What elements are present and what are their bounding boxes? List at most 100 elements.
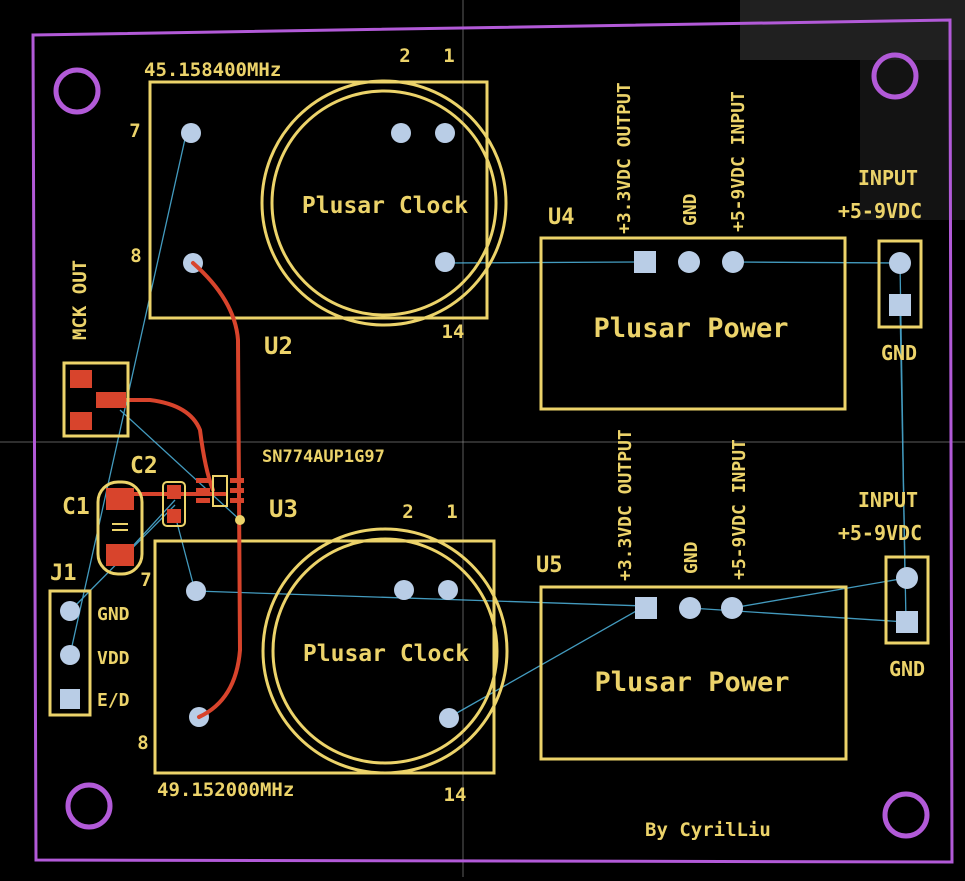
c1-label: C1 bbox=[62, 494, 90, 520]
mounting-hole-bottom-right bbox=[882, 791, 930, 839]
u2-pin-7-label: 7 bbox=[129, 120, 140, 142]
u4-pad-gnd bbox=[678, 251, 700, 273]
u2-pad-2 bbox=[391, 123, 411, 143]
u2-pin-14-label: 14 bbox=[442, 321, 465, 343]
mck-out-pad-1 bbox=[70, 370, 92, 388]
u2-label: Plusar Clock bbox=[302, 193, 468, 219]
u4-gnd-pin-label: GND bbox=[680, 193, 701, 226]
u5-label: Plusar Power bbox=[594, 667, 789, 698]
j1-header: J1 GND VDD E/D bbox=[48, 561, 130, 717]
u3-pin-2-label: 2 bbox=[402, 501, 413, 523]
j1-vdd-label: VDD bbox=[97, 648, 130, 669]
c1-outline bbox=[96, 480, 144, 576]
mck-out-pad-signal bbox=[96, 392, 126, 408]
trace-mck-out bbox=[113, 398, 215, 492]
u3-can-outer bbox=[261, 527, 509, 775]
mux-section: MCK OUT SN774AUP1G97 C2 C1 bbox=[62, 260, 385, 576]
c2-pad-1 bbox=[167, 485, 181, 499]
u2-can-inner bbox=[270, 89, 498, 317]
u2-pin-8-label: 8 bbox=[130, 245, 141, 267]
u5-body-outline bbox=[539, 585, 848, 761]
mounting-hole-top-left bbox=[53, 67, 101, 115]
board-outline bbox=[31, 18, 954, 864]
u2-can-outer bbox=[260, 79, 508, 327]
u5-pad-gnd bbox=[679, 597, 701, 619]
u4-output-pin-label: +3.3VDC OUTPUT bbox=[614, 82, 635, 234]
u5-connector-pad-input bbox=[896, 567, 918, 589]
u3-can-inner bbox=[271, 537, 499, 765]
u2-ref: U2 bbox=[264, 332, 293, 360]
u3-pad-1 bbox=[438, 580, 458, 600]
j1-gnd-label: GND bbox=[97, 604, 130, 625]
u4-connector-label-gnd: GND bbox=[881, 341, 917, 365]
mux-ic-outline bbox=[212, 475, 228, 507]
mux-ref-label: SN774AUP1G97 bbox=[262, 447, 385, 467]
j1-pad-gnd bbox=[60, 601, 80, 621]
clock-module-u2: 45.158400MHz 2 1 7 8 14 Plusar Clock U2 bbox=[129, 45, 508, 360]
mux-ic-pads bbox=[196, 478, 244, 503]
power-module-u4: Plusar Power U4 +3.3VDC OUTPUT GND +5-9V… bbox=[539, 82, 923, 411]
c2-pad-2 bbox=[167, 509, 181, 523]
u3-frequency: 49.152000MHz bbox=[157, 779, 294, 801]
mck-out-label: MCK OUT bbox=[69, 260, 91, 340]
u3-pin-7-label: 7 bbox=[140, 569, 151, 591]
u2-body-outline bbox=[148, 80, 489, 320]
u4-pad-input bbox=[722, 251, 744, 273]
u5-gnd-pin-label: GND bbox=[681, 541, 702, 574]
u3-pin-8-label: 8 bbox=[137, 732, 148, 754]
u4-connector-label-input: INPUT bbox=[858, 166, 918, 190]
mck-out-pad-2 bbox=[70, 412, 92, 430]
u3-label: Plusar Clock bbox=[303, 641, 469, 667]
u4-pad-output bbox=[634, 251, 656, 273]
u2-pin-2-label: 2 bbox=[399, 45, 410, 67]
u5-output-pin-label: +3.3VDC OUTPUT bbox=[615, 429, 636, 581]
j1-pad-vdd bbox=[60, 645, 80, 665]
u5-ref: U5 bbox=[536, 553, 563, 578]
u3-pad-2 bbox=[394, 580, 414, 600]
u3-ref: U3 bbox=[269, 495, 298, 523]
u2-frequency: 45.158400MHz bbox=[144, 59, 281, 81]
trace-clock-select bbox=[191, 261, 242, 719]
u2-pad-14 bbox=[435, 252, 455, 272]
mounting-hole-top-right bbox=[871, 52, 919, 100]
c1-pad-1 bbox=[106, 488, 134, 510]
u4-body-outline bbox=[539, 236, 847, 411]
u5-power-connector bbox=[884, 555, 930, 645]
u3-pin-14-label: 14 bbox=[444, 784, 467, 806]
u3-pad-14 bbox=[439, 708, 459, 728]
c1-pad-2 bbox=[106, 544, 134, 566]
mounting-hole-bottom-left bbox=[65, 782, 113, 830]
c2-outline bbox=[162, 481, 186, 527]
u3-pin-1-label: 1 bbox=[446, 501, 457, 523]
u4-connector-pad-gnd bbox=[889, 294, 911, 316]
u3-pad-7 bbox=[186, 581, 206, 601]
u5-pad-input bbox=[721, 597, 743, 619]
j1-ed-label: E/D bbox=[97, 690, 130, 711]
u4-label: Plusar Power bbox=[593, 313, 788, 344]
mck-out-connector-outline bbox=[62, 361, 130, 438]
j1-ref: J1 bbox=[50, 561, 77, 586]
u2-pad-7 bbox=[181, 123, 201, 143]
u5-connector-pad-gnd bbox=[896, 611, 918, 633]
c2-label: C2 bbox=[130, 453, 158, 479]
board-credit: By CyrilLiu bbox=[645, 819, 771, 841]
u4-connector-pad-input bbox=[889, 252, 911, 274]
u4-input-pin-label: +5-9VDC INPUT bbox=[728, 91, 749, 232]
u5-connector-label-input: INPUT bbox=[858, 488, 918, 512]
u5-connector-label-gnd: GND bbox=[889, 657, 925, 681]
u4-ref: U4 bbox=[548, 205, 575, 230]
u3-body-outline bbox=[153, 539, 496, 775]
u5-connector-label-voltage: +5-9VDC bbox=[838, 521, 922, 545]
mux-via bbox=[235, 515, 245, 525]
u2-pad-1 bbox=[435, 123, 455, 143]
power-module-u5: Plusar Power U5 +3.3VDC OUTPUT GND +5-9V… bbox=[536, 429, 930, 761]
screen-glare bbox=[740, 0, 965, 60]
j1-outline bbox=[48, 589, 92, 717]
j1-pad-ed bbox=[60, 689, 80, 709]
u2-pin-1-label: 1 bbox=[443, 45, 454, 67]
u5-input-pin-label: +5-9VDC INPUT bbox=[729, 439, 750, 580]
u4-power-connector bbox=[877, 239, 923, 329]
